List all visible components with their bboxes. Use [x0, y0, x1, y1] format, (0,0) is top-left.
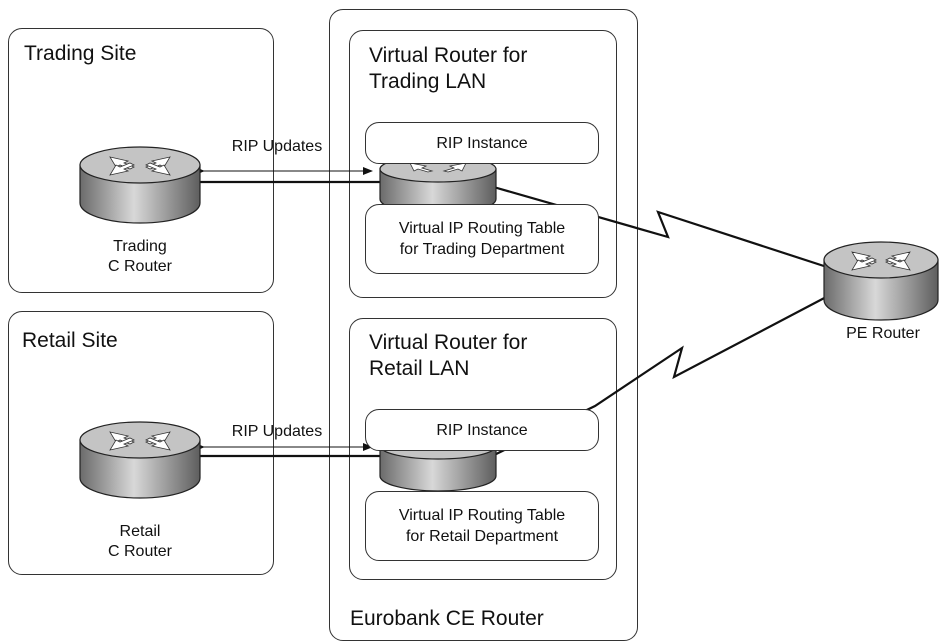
retail-rip-instance: RIP Instance — [365, 409, 599, 451]
retail-rip-updates-label: RIP Updates — [231, 423, 323, 440]
retail-c-router-label: Retail C Router — [107, 523, 173, 560]
retail-routing-table: Virtual IP Routing Table for Retail Depa… — [365, 491, 599, 561]
trading-routing-table: Virtual IP Routing Table for Trading Dep… — [365, 204, 599, 274]
trading-c-router-icon — [79, 146, 201, 224]
trading-c-router-label: Trading C Router — [107, 238, 173, 275]
trading-rip-updates-label: RIP Updates — [231, 138, 323, 155]
pe-router-label: PE Router — [846, 325, 920, 342]
ce-router-label: Eurobank CE Router — [350, 607, 544, 630]
pe-router-icon — [823, 241, 939, 321]
retail-site-title: Retail Site — [22, 329, 118, 352]
trading-rip-instance: RIP Instance — [365, 122, 599, 164]
retail-c-router-icon — [79, 421, 201, 499]
trading-site-title: Trading Site — [24, 42, 137, 65]
trading-virtual-router-title: Virtual Router for Trading LAN — [369, 44, 528, 93]
retail-virtual-router-title: Virtual Router for Retail LAN — [369, 331, 528, 380]
